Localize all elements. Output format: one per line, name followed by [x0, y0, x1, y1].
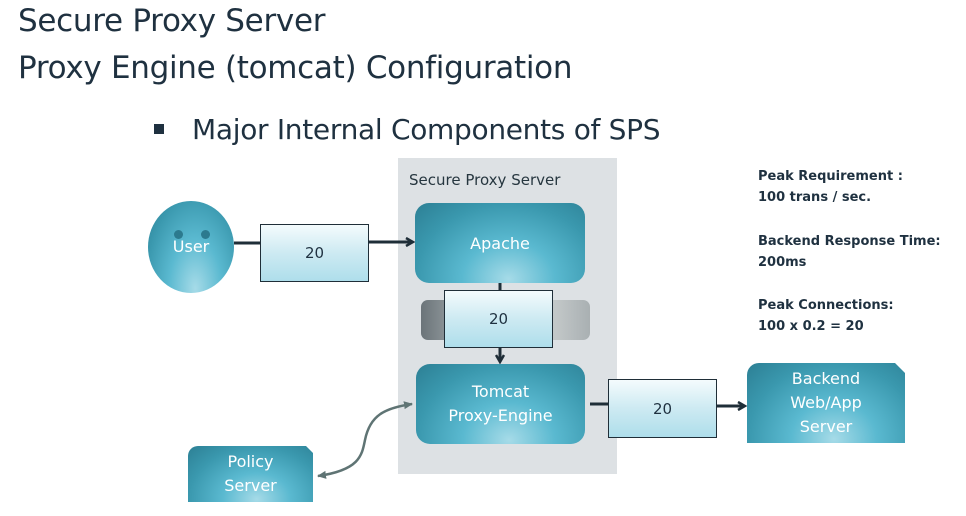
sps-container-label: Secure Proxy Server [409, 171, 561, 189]
tomcat-label-line1: Tomcat [471, 382, 530, 401]
backend-label-line3: Server [799, 417, 853, 436]
peak-connections-value: 100 x 0.2 = 20 [758, 319, 864, 334]
response-time-note: Backend Response Time: 200ms [758, 231, 941, 273]
response-time-label: Backend Response Time: [758, 234, 941, 249]
peak-connections-note: Peak Connections: 100 x 0.2 = 20 [758, 295, 894, 337]
backend-server-node: Backend Web/App Server [747, 363, 905, 443]
slide-title-line2: Proxy Engine (tomcat) Configuration [18, 50, 573, 86]
response-time-value: 200ms [758, 255, 807, 270]
bullet-text: Major Internal Components of SPS [192, 113, 661, 146]
backend-label-line1: Backend [791, 369, 861, 388]
peak-requirement-label: Peak Requirement : [758, 169, 903, 184]
policy-label-line1: Policy [227, 452, 274, 471]
tomcat-label-line2: Proxy-Engine [448, 406, 553, 425]
bullet-square-icon [154, 124, 164, 134]
peak-requirement-value: 100 trans / sec. [758, 190, 872, 205]
backend-label-line2: Web/App [790, 393, 862, 412]
tomcat-node: Tomcat Proxy-Engine [416, 364, 585, 444]
user-label: User [172, 237, 210, 256]
user-apache-connection-box: 20 [260, 224, 369, 282]
slide-title-line1: Secure Proxy Server [18, 3, 326, 39]
apache-label: Apache [470, 233, 530, 253]
apache-node: Apache [415, 203, 585, 283]
user-eye-left-icon [174, 230, 183, 239]
peak-connections-label: Peak Connections: [758, 298, 894, 313]
policy-label-line2: Server [224, 476, 277, 495]
user-node: User [148, 201, 234, 293]
user-eye-right-icon [201, 230, 210, 239]
policy-server-node: Policy Server [188, 446, 313, 502]
peak-requirement-note: Peak Requirement : 100 trans / sec. [758, 166, 903, 208]
tomcat-backend-connection-box: 20 [608, 379, 717, 438]
apache-tomcat-connection-box: 20 [444, 290, 553, 348]
